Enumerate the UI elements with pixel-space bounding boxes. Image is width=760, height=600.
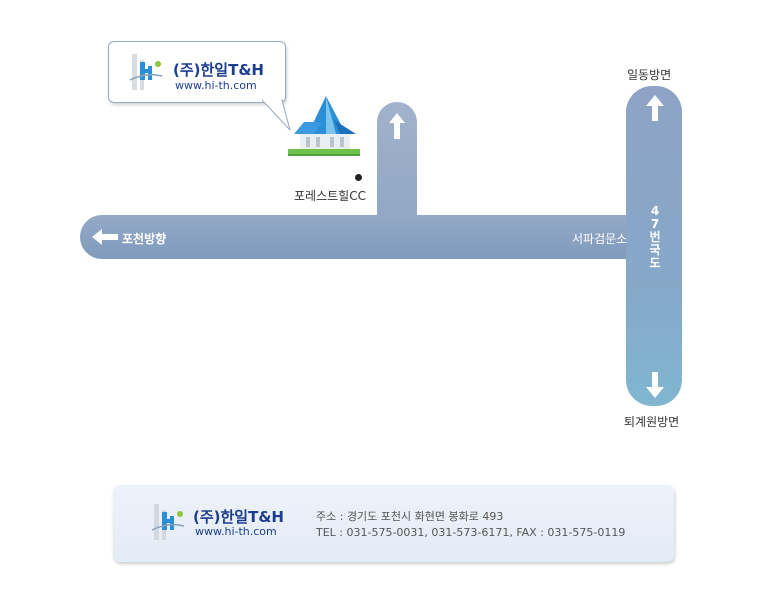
company-logo-icon xyxy=(129,54,163,90)
company-name: (주)한일T&H xyxy=(173,61,264,79)
callout-tail xyxy=(262,98,291,131)
checkpoint-label: 서파검문소 xyxy=(572,232,628,246)
location-marker xyxy=(355,174,362,181)
north-direction-label: 일동방면 xyxy=(627,68,672,82)
road-route-47 xyxy=(626,86,682,406)
footer-company-name: (주)한일T&H xyxy=(193,508,284,526)
arrow-down-icon xyxy=(646,372,664,398)
route-label-char: 7 xyxy=(650,217,660,231)
company-url[interactable]: www.hi-th.com xyxy=(175,79,257,92)
route-label-char: 번 xyxy=(649,230,661,244)
arrow-left-icon xyxy=(92,229,118,245)
company-logo-icon xyxy=(151,504,185,540)
golf-course-label: 포레스트힐CC xyxy=(294,189,366,203)
route-label-char: 도 xyxy=(649,256,661,270)
arrow-up-icon xyxy=(389,113,405,139)
arrow-up-icon xyxy=(646,95,664,121)
company-callout xyxy=(108,41,286,103)
footer-info-box xyxy=(113,485,674,562)
footer-company-url[interactable]: www.hi-th.com xyxy=(195,525,277,538)
footer-address: 주소 : 경기도 포천시 화현면 봉화로 493 xyxy=(316,510,504,523)
footer-contact: TEL : 031-575-0031, 031-573-6171, FAX : … xyxy=(316,526,626,539)
building-icon xyxy=(288,96,360,156)
route-label-char: 국 xyxy=(649,243,661,257)
road-horizontal xyxy=(80,215,682,259)
west-direction-label: 포천방향 xyxy=(122,232,167,246)
south-direction-label: 퇴계원방면 xyxy=(624,415,680,429)
route-label-char: 4 xyxy=(650,204,660,218)
